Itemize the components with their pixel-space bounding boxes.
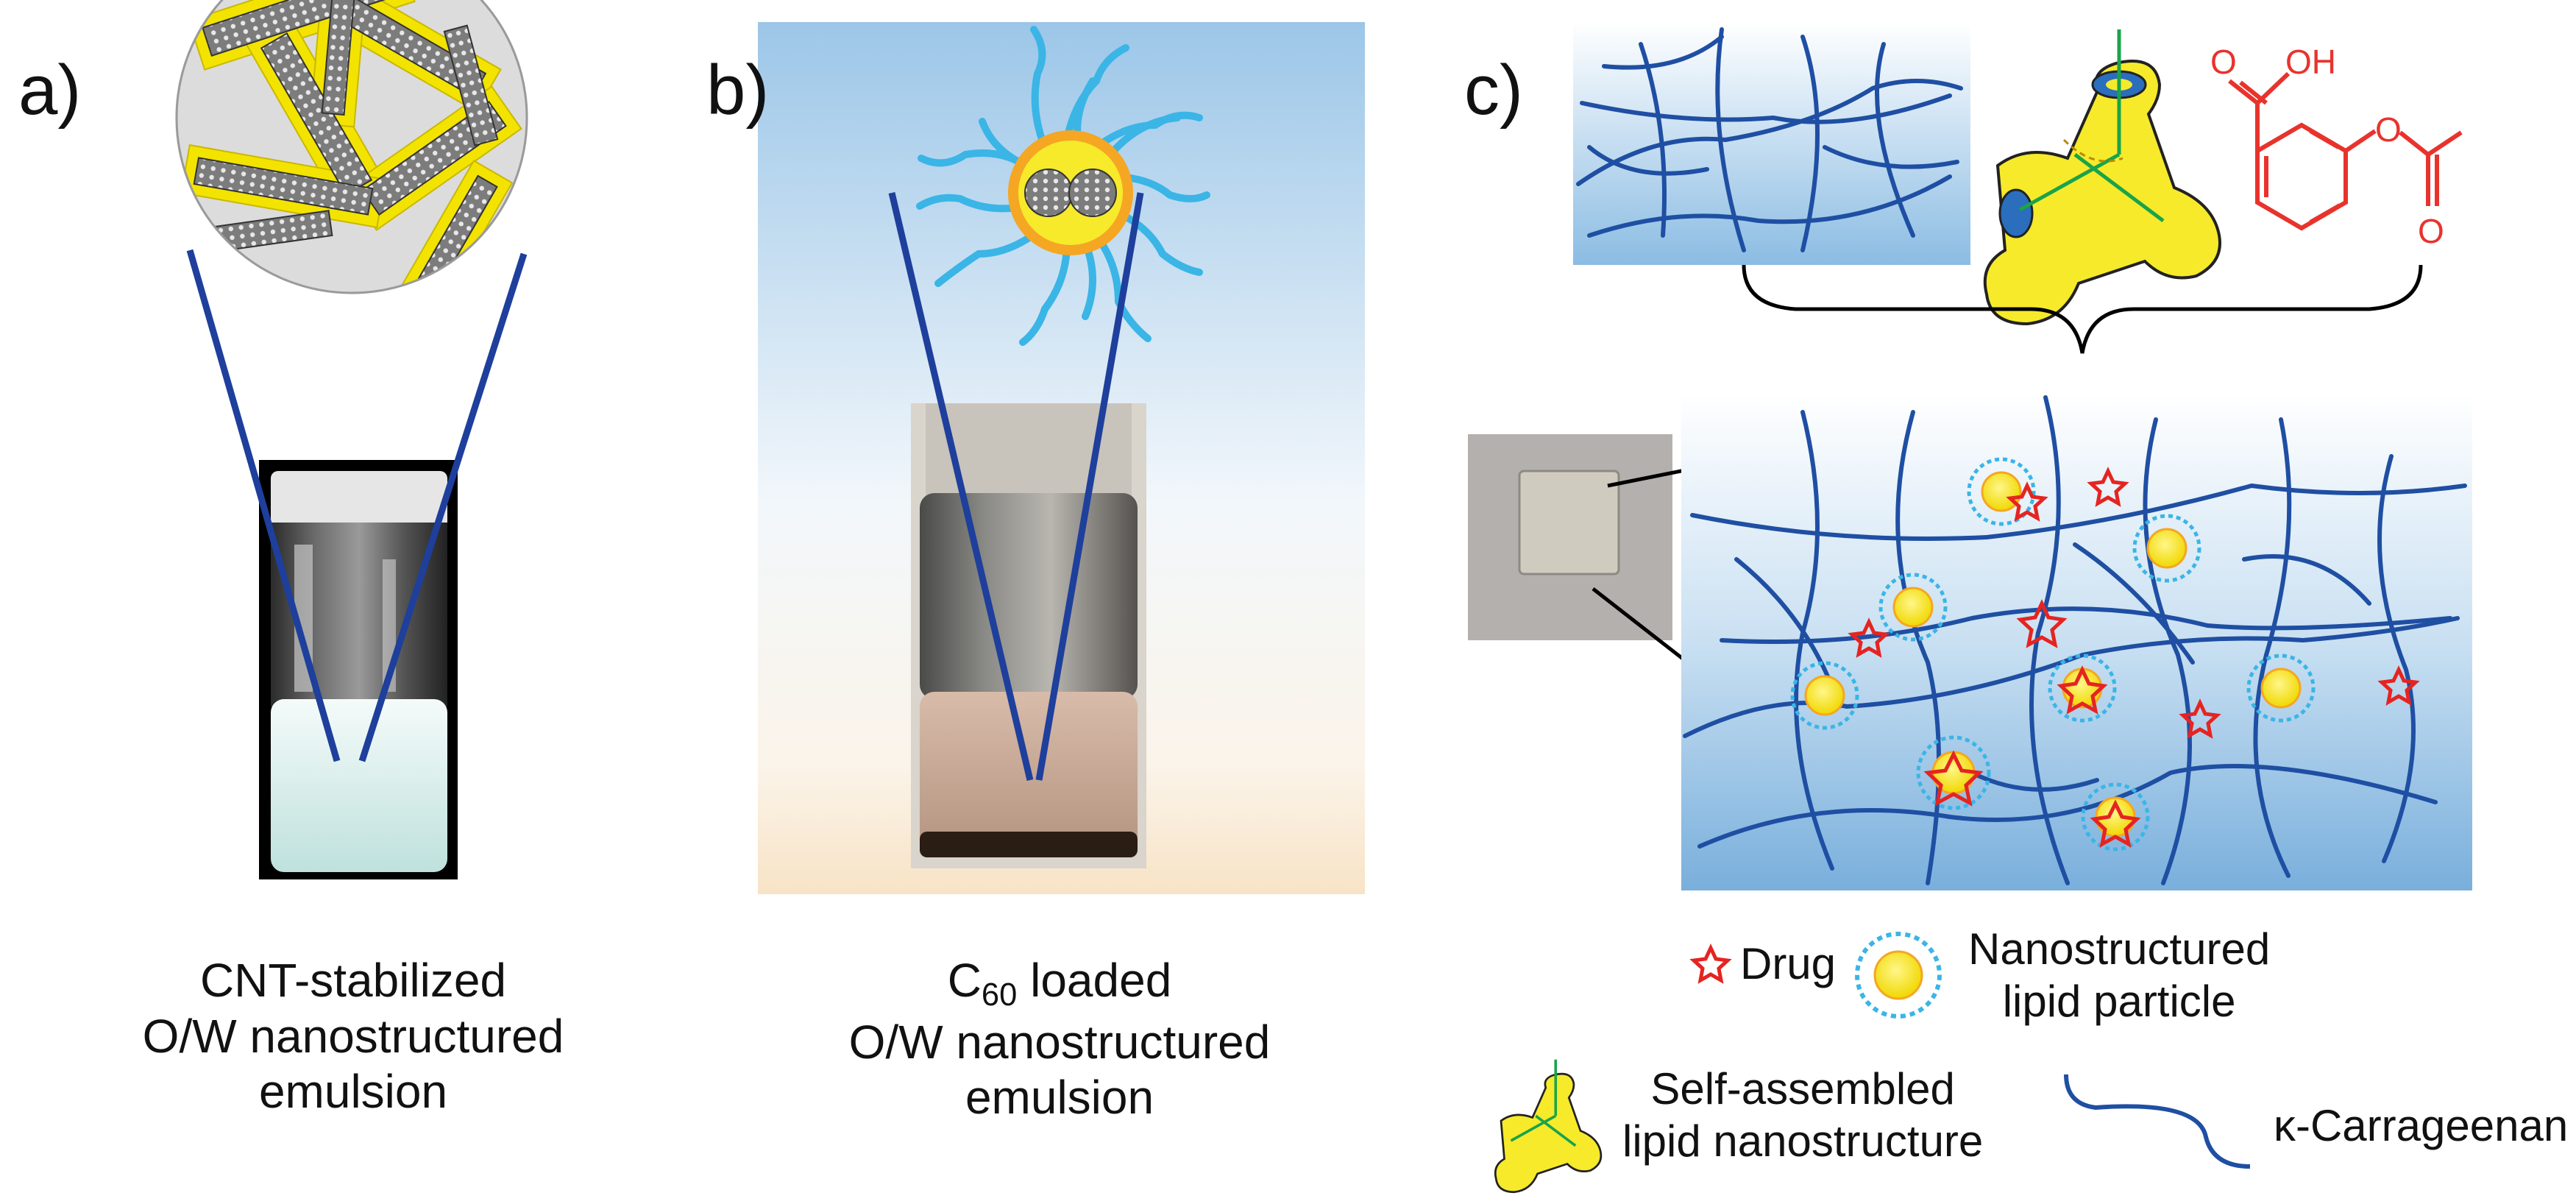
caption-a: CNT-stabilized O/W nanostructured emulsi… [59,953,647,1120]
legend-particle-line-1: Nanostructured [1968,924,2271,974]
legend-self-assembled-line-2: lipid nanostructure [1622,1116,1984,1166]
panel-label-b: b) [706,51,770,130]
lipid-nanostructure-icon [1983,29,2221,326]
caption-b-line-1: C60 loaded [765,953,1354,1015]
caption-b-line-2: O/W nanostructured [848,1015,1271,1069]
lipid-particle-icon [1855,932,1942,1019]
drug-stars [1848,467,2420,848]
gel-network-small [1573,22,1970,265]
gel-network-large [1681,394,2472,890]
brace [1742,264,2423,354]
caption-b-line-3: emulsion [965,1071,1154,1125]
c60-micelle [916,26,1210,346]
molecule-oh: OH [2285,43,2336,81]
vial-photo-b [911,403,1146,868]
gel-film-photo [1468,434,1672,640]
carrageenan-strand-icon [2064,1074,2251,1169]
drug-star-icon [1689,943,1732,984]
vial-photo-a [259,460,458,879]
panel-a [175,0,528,879]
molecule-o-bottom: O [2418,212,2444,250]
caption-b-c: C [947,954,982,1007]
panel-label-c: c) [1464,51,1523,130]
caption-b: C60 loaded O/W nanostructured emulsion [765,953,1354,1126]
caption-b-loaded: loaded [1017,954,1172,1007]
caption-a-line-3: emulsion [258,1065,448,1119]
legend-particle-line-2: lipid particle [2002,976,2236,1026]
molecule-o-top: O [2210,43,2237,81]
cnt-circle-image [175,0,528,294]
panel-label-a: a) [18,51,82,130]
panel-b [758,22,1365,894]
caption-a-line-1: CNT-stabilized [199,954,507,1007]
legend-carrageenan-label: κ-Carrageenan [2274,1101,2569,1150]
legend-particle-label: Nanostructured lipid particle [1968,924,2270,1028]
lipid-nanostructure-legend-icon [1494,1059,1603,1194]
legend-self-assembled-label: Self-assembled lipid nanostructure [1622,1063,1983,1168]
legend-self-assembled-line-1: Self-assembled [1650,1064,1955,1113]
panel-c: O OH O O [1468,22,2472,1194]
legend-drug-label: Drug [1740,939,1837,988]
aspirin-molecule: O OH O O [2210,43,2463,250]
caption-a-line-2: O/W nanostructured [142,1009,564,1063]
caption-b-subscript: 60 [981,977,1018,1013]
molecule-o-ring: O [2375,110,2402,149]
